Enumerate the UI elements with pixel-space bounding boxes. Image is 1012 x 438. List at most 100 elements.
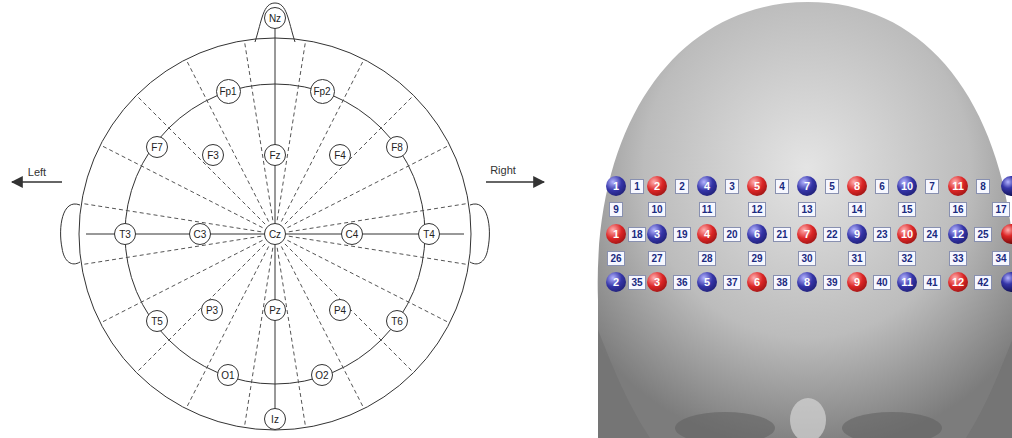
node-label: 10: [901, 228, 913, 240]
node-label: T6: [391, 316, 403, 327]
channel-number: 1: [630, 179, 644, 194]
node-label: 7: [929, 181, 935, 192]
direction-arrows: [12, 181, 544, 183]
node-label: 2: [654, 180, 660, 192]
guide-line: [100, 145, 262, 228]
electrode-site: Fp1: [216, 79, 241, 104]
node-label: 12: [952, 228, 964, 240]
node-label: 40: [876, 277, 887, 288]
node-label: 30: [801, 253, 812, 264]
node-label: P4: [334, 305, 346, 316]
direction-label: Left: [28, 166, 46, 178]
emitter-optode: 4: [697, 224, 717, 244]
electrode-site: T5: [146, 310, 168, 332]
detector-optode: 6: [747, 224, 767, 244]
node-label: 4: [704, 228, 710, 240]
electrode-site: Nz: [264, 7, 286, 29]
emitter-optode: 12: [948, 272, 968, 292]
emitter-optode: 8: [847, 176, 867, 196]
node-label: 12: [952, 276, 964, 288]
detector-optode: 8: [797, 272, 817, 292]
channel-number: 23: [873, 227, 891, 242]
node-label: Cz: [269, 229, 281, 240]
node-label: 16: [952, 204, 963, 215]
channel-number: 12: [748, 202, 766, 217]
node-label: 42: [977, 277, 988, 288]
node-label: Fp2: [313, 86, 330, 97]
electrode-site: C4: [341, 223, 363, 245]
channel-number: 2: [675, 179, 689, 194]
node-label: C3: [194, 229, 207, 240]
channel-number: 13: [798, 202, 816, 217]
guide-line: [287, 145, 449, 228]
electrode-site: O2: [311, 364, 333, 386]
channel-number: 35: [628, 275, 646, 290]
node-label: Iz: [271, 414, 279, 425]
optode: [1001, 224, 1012, 244]
node-label: P3: [206, 305, 218, 316]
detector-optode: 11: [897, 272, 917, 292]
left-arrow: [12, 181, 62, 183]
guide-line: [281, 59, 364, 221]
node-label: 23: [876, 229, 887, 240]
channel-number: 3: [725, 179, 739, 194]
node-label: 33: [952, 253, 963, 264]
node-label: F4: [334, 150, 346, 161]
channel-number: 21: [773, 227, 791, 242]
node-label: 15: [901, 204, 912, 215]
channel-number: 24: [923, 227, 941, 242]
cheek-shade: [598, 330, 650, 438]
guide-line: [285, 95, 414, 224]
ear-outline: [470, 204, 489, 264]
node-label: Fz: [269, 150, 280, 161]
channel-number: 30: [798, 251, 816, 266]
node-label: 28: [701, 253, 712, 264]
electrode-site: T3: [114, 223, 136, 245]
detector-optode: 9: [847, 224, 867, 244]
direction-label: Left: [28, 166, 46, 178]
channel-number: 10: [648, 202, 666, 217]
channel-number: 6: [875, 179, 889, 194]
node-label: 1: [613, 228, 619, 240]
node-label: 8: [804, 276, 810, 288]
head-render: [598, 2, 1012, 438]
electrode-site: P4: [329, 299, 351, 321]
scalp-map: [61, 3, 490, 430]
channel-number: 28: [698, 251, 716, 266]
optode: [1001, 176, 1012, 196]
node-label: 11: [702, 204, 713, 215]
channel-number: 34: [992, 251, 1010, 266]
channel-number: 42: [974, 275, 992, 290]
emitter-optode: 10: [897, 224, 917, 244]
node-label: 8: [980, 181, 986, 192]
guide-line: [281, 246, 364, 408]
detector-optode: 10: [897, 176, 917, 196]
detector-optode: 5: [697, 272, 717, 292]
electrode-site: T6: [386, 310, 408, 332]
guide-line: [81, 236, 261, 264]
node-label: 31: [851, 253, 862, 264]
node-label: 7: [804, 228, 810, 240]
cheek-shade: [966, 330, 1012, 438]
node-label: 37: [726, 277, 737, 288]
channel-number: 36: [673, 275, 691, 290]
channel-number: 39: [823, 275, 841, 290]
channel-number: 31: [848, 251, 866, 266]
electrode-site: Fz: [264, 144, 286, 166]
guide-line: [186, 246, 269, 408]
eye-socket: [842, 412, 942, 438]
guide-line: [287, 240, 449, 323]
guide-line: [285, 244, 414, 373]
eye-socket: [675, 412, 775, 438]
detector-optode: 12: [948, 224, 968, 244]
head-shape: [598, 2, 1012, 438]
node-label: 36: [676, 277, 687, 288]
electrode-site: F4: [329, 144, 351, 166]
node-label: 12: [751, 204, 762, 215]
channel-number: 33: [949, 251, 967, 266]
node-label: 6: [879, 181, 885, 192]
guide-line: [289, 203, 469, 231]
node-label: 2: [679, 181, 685, 192]
